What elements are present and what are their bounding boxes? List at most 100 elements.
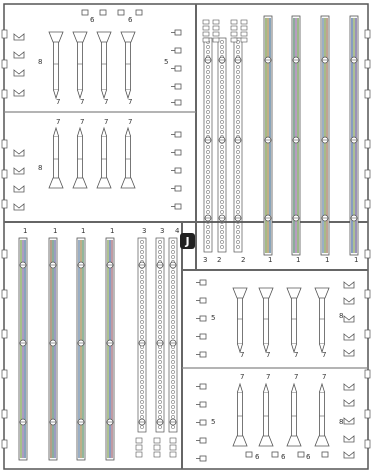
part-label: 1: [110, 227, 114, 235]
chain-link: [220, 195, 224, 199]
chain-link: [220, 235, 224, 239]
part-label: 7: [56, 118, 60, 126]
chain-link: [171, 295, 175, 299]
clip-part: [240, 31, 248, 37]
chain-link: [140, 390, 144, 394]
fin-part: [343, 435, 355, 443]
chain-link: [140, 405, 144, 409]
missile-nose: [77, 126, 83, 137]
chain-link: [140, 315, 144, 319]
link-chain: [155, 237, 165, 433]
clip-part: [153, 444, 161, 451]
part-label: 7: [104, 98, 108, 106]
chain-link: [220, 200, 224, 204]
chain-link: [206, 125, 210, 129]
chain-link: [220, 100, 224, 104]
frame-tab: [1, 249, 8, 259]
chain-outline: [217, 37, 227, 253]
missile-part: [232, 287, 248, 354]
chain-link: [140, 395, 144, 399]
chain-link: [206, 180, 210, 184]
chain-link: [206, 130, 210, 134]
missile-part: [120, 126, 136, 189]
chain-link: [171, 395, 175, 399]
chain-link: [158, 425, 162, 429]
chain-link: [236, 240, 240, 244]
part-label: 7: [266, 373, 270, 381]
clip-part: [240, 37, 248, 43]
chain-link: [140, 425, 144, 429]
part-label: 8: [339, 312, 343, 320]
part-label: 1: [81, 227, 85, 235]
chain-link: [206, 85, 210, 89]
chain-link: [171, 365, 175, 369]
chain-link: [171, 310, 175, 314]
chain-link: [140, 295, 144, 299]
chain-link: [158, 355, 162, 359]
chain-link: [171, 275, 175, 279]
chain-link: [158, 305, 162, 309]
rod-group-top-right: [202, 15, 359, 256]
chain-link: [206, 65, 210, 69]
missile-fins: [72, 177, 88, 189]
chain-link: [140, 385, 144, 389]
part-label: 1: [23, 227, 27, 235]
chain-link: [171, 370, 175, 374]
chain-link: [236, 45, 240, 49]
fin-part: [343, 333, 355, 341]
chain-link: [236, 245, 240, 249]
chain-link: [220, 95, 224, 99]
missile-fins: [96, 31, 112, 43]
chain-link: [236, 160, 240, 164]
chain-link: [140, 300, 144, 304]
part-label: 6: [281, 453, 286, 461]
missile-fins: [48, 177, 64, 189]
part-label: 8: [38, 58, 42, 66]
chain-link: [236, 170, 240, 174]
frame-tab: [364, 29, 371, 39]
chain-link: [206, 105, 210, 109]
chain-link: [171, 270, 175, 274]
chain-link: [158, 295, 162, 299]
chain-link: [171, 360, 175, 364]
chain-link: [158, 240, 162, 244]
chain-link: [171, 415, 175, 419]
part-label: 4: [175, 227, 180, 235]
small-tab: [174, 149, 182, 156]
clip-part: [240, 19, 248, 25]
small-tab: [199, 419, 207, 426]
chain-link: [171, 315, 175, 319]
clip-part: [153, 437, 161, 444]
missile-nose: [319, 343, 325, 354]
chain-link: [158, 250, 162, 254]
chain-link: [158, 325, 162, 329]
rod-part: [105, 237, 115, 461]
small-tab: [174, 131, 182, 138]
chain-link: [158, 395, 162, 399]
chain-link: [140, 335, 144, 339]
chain-link: [140, 360, 144, 364]
chain-link: [236, 235, 240, 239]
chain-link: [220, 80, 224, 84]
chain-link: [220, 245, 224, 249]
part-label: 3: [203, 256, 207, 264]
missile-nose: [101, 89, 107, 100]
clip-part: [135, 437, 143, 444]
missile-part: [72, 126, 88, 189]
top-tab: [81, 9, 89, 16]
chain-link: [206, 80, 210, 84]
chain-link: [158, 380, 162, 384]
chain-link: [158, 245, 162, 249]
chain-link: [171, 320, 175, 324]
chain-link: [158, 270, 162, 274]
clip-part: [212, 19, 220, 25]
chain-link: [220, 175, 224, 179]
chain-link: [171, 390, 175, 394]
chain-link: [206, 90, 210, 94]
clip-part: [153, 451, 161, 458]
missile-nose: [291, 382, 297, 393]
frame-tab: [364, 439, 371, 449]
chain-link: [140, 380, 144, 384]
clip-part: [230, 25, 238, 31]
clip-part: [230, 37, 238, 43]
